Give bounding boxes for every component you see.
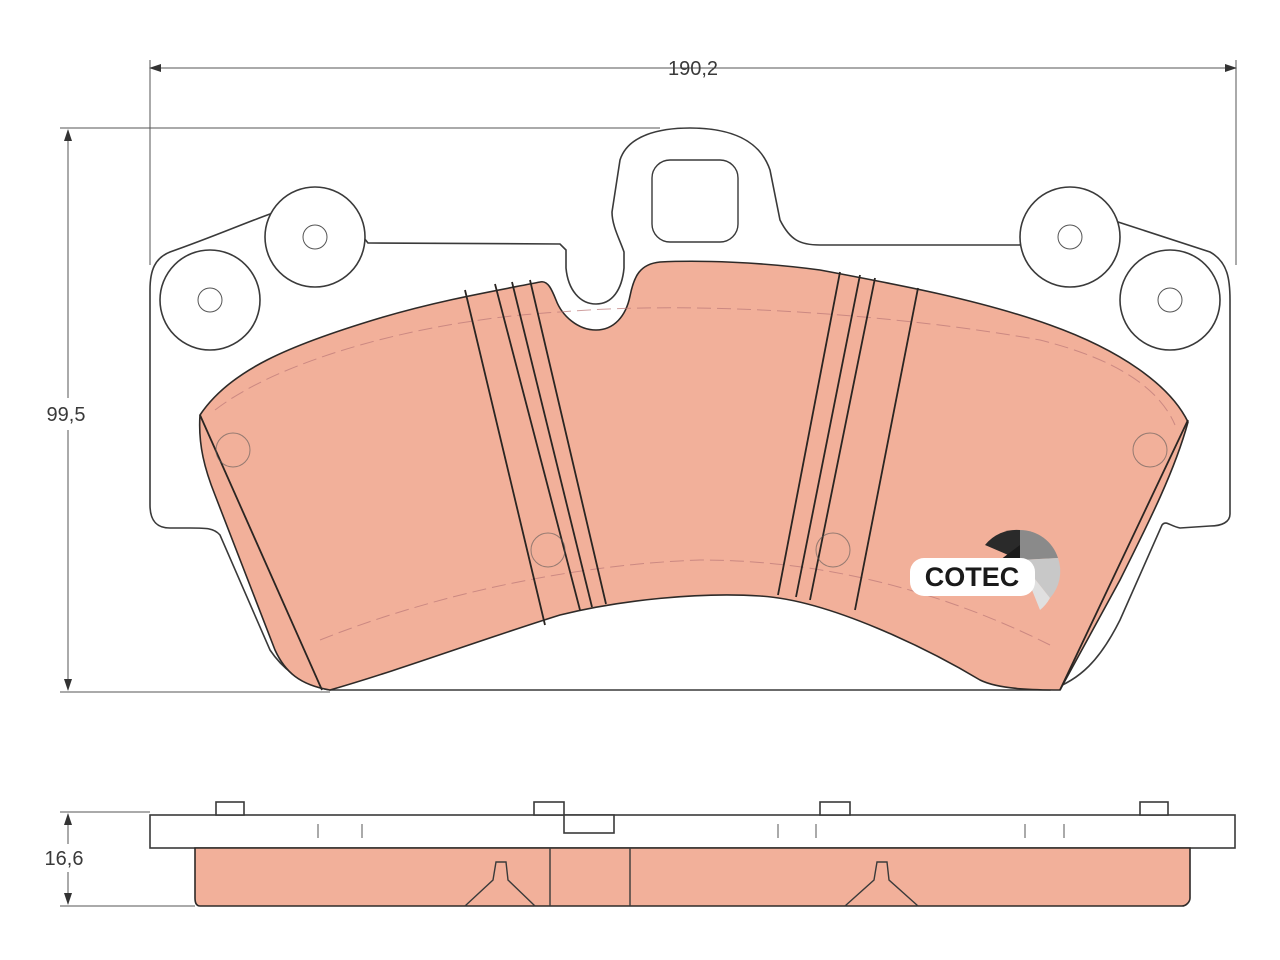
slot-left-c [511,281,593,608]
slot-right-a [777,271,841,596]
mounting-hole-left-outer [159,249,261,351]
slot-left-b [494,283,581,611]
width-dimension-label: 190,2 [668,58,718,80]
cotec-logo: COTEC [910,529,1061,610]
mounting-hole-right-outer [1119,249,1221,351]
side-friction-lining [194,847,1191,907]
side-backing-plate [149,814,1236,849]
thickness-dimension: 16,6 [36,811,195,907]
height-dimension: 99,5 [36,127,660,693]
slot-right-c [809,277,876,601]
height-dimension-label: 99,5 [47,404,86,426]
mounting-hole-right-inner [1019,186,1121,288]
slot-left-d [529,279,607,605]
width-dimension: 190,2 [149,58,1237,265]
slot-right-d [854,287,919,611]
mounting-hole-left-inner [264,186,366,288]
thickness-dimension-label: 16,6 [45,848,84,870]
slot-left-a [464,289,546,626]
mounting-slot [651,159,739,243]
chamfer-right [1059,419,1189,691]
side-view [149,801,1236,907]
logo-text: COTEC [925,562,1020,592]
slot-right-b [795,274,861,598]
